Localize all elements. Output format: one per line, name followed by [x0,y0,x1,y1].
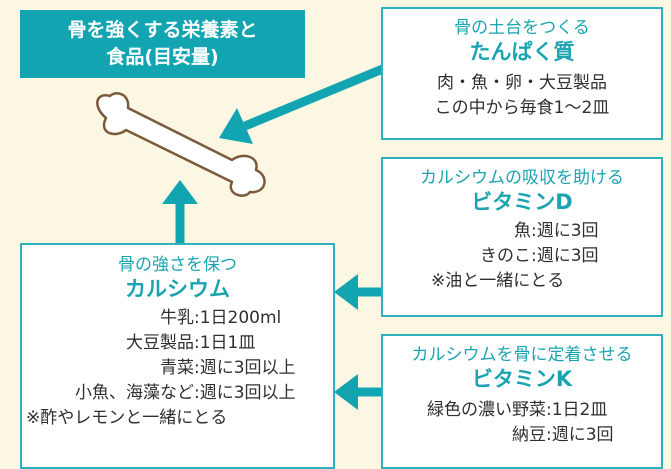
food-amount: :週に3回以上 [194,383,296,403]
arrow-vitd-to-calcium [334,274,384,310]
arrow-vitk-to-calcium [334,374,384,410]
food-name: 牛乳 [160,308,194,328]
vitamin-d-role: カルシウムの吸収を助ける [420,168,624,188]
food-amount: :週に3回 [531,246,599,266]
arrow-calcium-to-bone [162,180,198,246]
vitamin-d-panel: カルシウムの吸収を助ける ビタミンD 魚 :週に3回 きのこ :週に3回 ※油と… [381,157,663,317]
list-item: 緑色の濃い野菜 :1日2皿 [383,398,661,423]
food-amount: :週に3回 [531,221,599,241]
list-item: 魚 :週に3回 [383,219,661,244]
list-item: 青菜 :週に3回以上 [22,356,333,381]
calcium-panel: 骨の強さを保つ カルシウム 牛乳 :1日200ml 大豆製品 :1日1皿 青菜 … [20,243,335,469]
vitamin-k-role: カルシウムを骨に定着させる [411,345,633,365]
food-name: 青菜 [160,358,194,378]
vitamin-d-note: ※油と一緒にとる [431,271,565,291]
protein-name: たんぱく質 [469,40,575,64]
list-item: 大豆製品 :1日1皿 [22,331,333,356]
food-amount: :週に3回 [546,425,614,445]
protein-panel: 骨の土台をつくる たんぱく質 肉・魚・卵・大豆製品 この中から毎食1〜2皿 [381,7,663,140]
bone-icon [96,92,266,197]
food-name: 魚 [514,221,531,241]
calcium-name: カルシウム [125,277,230,301]
title-line-2: 食品(目安量) [106,46,219,68]
food-amount: :1日2皿 [546,400,608,420]
food-name: きのこ [480,246,531,266]
food-name: 大豆製品 [126,333,194,353]
calcium-note: ※酢やレモンと一緒にとる [26,408,228,428]
protein-amount: この中から毎食1〜2皿 [434,98,610,118]
protein-foods: 肉・魚・卵・大豆製品 [437,73,607,93]
food-name: 緑色の濃い野菜 [427,400,546,420]
list-item: 小魚、海藻など :週に3回以上 [22,381,333,406]
list-item: 牛乳 :1日200ml [22,306,333,331]
calcium-role: 骨の強さを保つ [118,255,237,275]
list-item: 納豆 :週に3回 [383,423,661,448]
food-amount: :週に3回以上 [194,358,296,378]
food-name: 小魚、海藻など [75,383,194,403]
food-amount: :1日1皿 [194,333,256,353]
title-line-1: 骨を強くする栄養素と [67,19,258,41]
food-amount: :1日200ml [194,308,282,328]
title-box: 骨を強くする栄養素と 食品(目安量) [20,10,305,78]
arrow-protein-to-bone [219,63,387,144]
vitamin-k-name: ビタミンK [471,367,573,391]
food-name: 納豆 [512,425,546,445]
protein-role: 骨の土台をつくる [454,18,590,38]
list-item: きのこ :週に3回 [383,244,661,269]
vitamin-d-name: ビタミンD [471,190,573,214]
vitamin-k-panel: カルシウムを骨に定着させる ビタミンK 緑色の濃い野菜 :1日2皿 納豆 :週に… [381,334,663,469]
